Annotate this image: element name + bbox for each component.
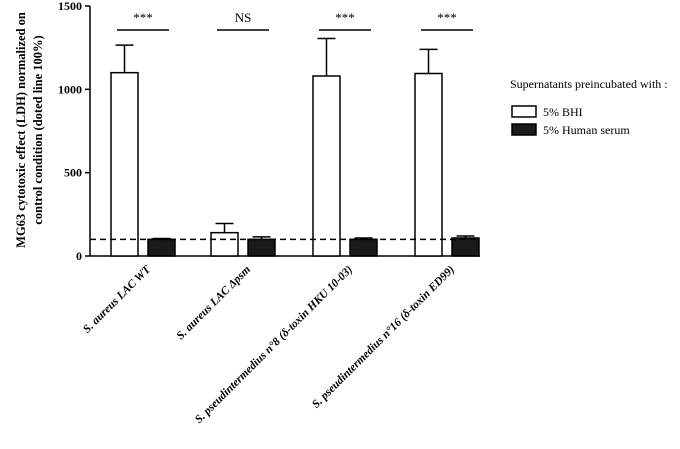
bar xyxy=(147,238,176,257)
bar xyxy=(210,231,239,257)
y-axis-label-line2: control condition (doted line 100%) xyxy=(31,35,45,224)
legend-swatch-bhi xyxy=(511,105,537,118)
y-tick-label: 1500 xyxy=(58,0,82,13)
legend-swatch-human-serum xyxy=(511,123,537,136)
y-tick-label: 500 xyxy=(64,166,82,180)
significance-label: *** xyxy=(133,10,153,25)
bar xyxy=(247,238,276,257)
significance-label: NS xyxy=(235,10,252,25)
y-axis-label-line1: MG63 cytotoxic effect (LDH) normalized o… xyxy=(14,12,28,248)
y-tick-label: 0 xyxy=(76,249,82,263)
significance-label: *** xyxy=(335,10,355,25)
bar xyxy=(312,75,341,257)
bar xyxy=(349,238,378,257)
plot-area: 0 500 1000 1500 *** S. aureus LAC WT NS S. aure… xyxy=(58,0,480,426)
category-label: S. aureus LAC Δpsm xyxy=(174,264,253,343)
legend-label-bhi: 5% BHI xyxy=(543,105,583,119)
y-tick-label: 1000 xyxy=(58,82,82,96)
bar xyxy=(451,237,480,257)
category-label: S. aureus LAC WT xyxy=(81,263,154,336)
legend-title: Supernatants preincubated with : xyxy=(510,77,668,91)
y-axis-label: MG63 cytotoxic effect (LDH) normalized o… xyxy=(14,12,45,248)
legend: Supernatants preincubated with : 5% BHI … xyxy=(510,77,668,137)
legend-label-human-serum: 5% Human serum xyxy=(543,123,630,137)
bar xyxy=(110,71,139,257)
bar xyxy=(414,72,443,257)
category-label: S. pseudintermedius n°8 (δ-toxin HKU 10-… xyxy=(193,264,355,426)
significance-label: *** xyxy=(437,10,457,25)
